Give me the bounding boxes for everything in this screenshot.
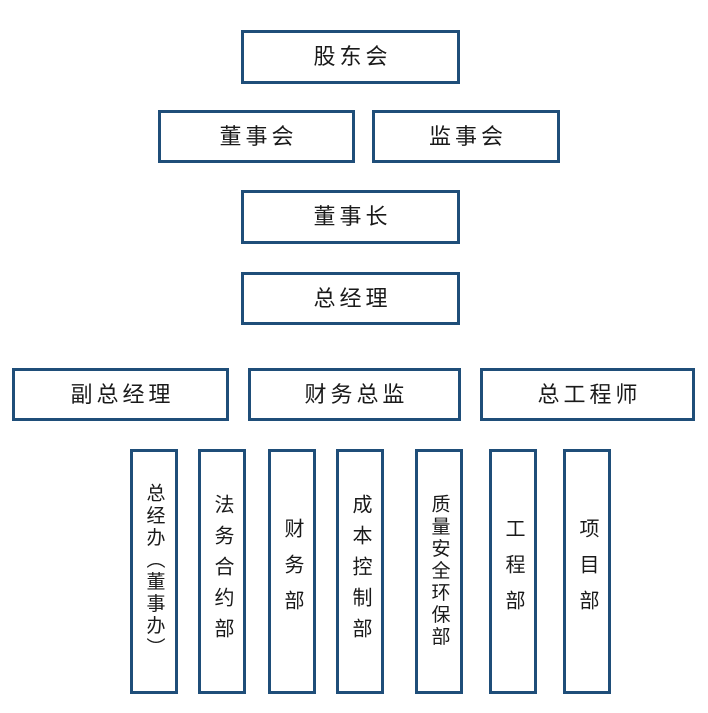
node-legal-contract-dept[interactable]: 法务合约部 bbox=[198, 449, 246, 694]
node-label: 董事会 bbox=[219, 123, 298, 149]
node-board-of-directors[interactable]: 董事会 bbox=[158, 110, 355, 163]
node-label: 副总经理 bbox=[70, 381, 175, 407]
node-label: 总经办（董事办） bbox=[143, 483, 165, 660]
node-engineering-dept[interactable]: 工程部 bbox=[489, 449, 537, 694]
node-label: 质量安全环保部 bbox=[428, 494, 450, 649]
node-shareholders[interactable]: 股东会 bbox=[241, 30, 460, 84]
node-label: 总工程师 bbox=[537, 381, 642, 407]
node-board-of-supervisors[interactable]: 监事会 bbox=[372, 110, 560, 163]
node-label: 成本控制部 bbox=[349, 494, 371, 649]
node-cfo[interactable]: 财务总监 bbox=[248, 368, 461, 421]
node-label: 董事长 bbox=[313, 204, 392, 230]
node-label: 总经理 bbox=[313, 285, 392, 311]
node-quality-safety-env-dept[interactable]: 质量安全环保部 bbox=[415, 449, 463, 694]
node-gm-office[interactable]: 总经办（董事办） bbox=[130, 449, 178, 694]
node-finance-dept[interactable]: 财务部 bbox=[268, 449, 316, 694]
node-chairman[interactable]: 董事长 bbox=[241, 190, 460, 244]
node-project-dept[interactable]: 项目部 bbox=[563, 449, 611, 694]
node-chief-engineer[interactable]: 总工程师 bbox=[480, 368, 695, 421]
node-label: 工程部 bbox=[502, 517, 524, 626]
node-label: 项目部 bbox=[576, 517, 598, 626]
node-label: 财务总监 bbox=[304, 381, 409, 407]
node-label: 监事会 bbox=[429, 123, 507, 149]
node-cost-control-dept[interactable]: 成本控制部 bbox=[336, 449, 384, 694]
node-label: 股东会 bbox=[313, 44, 392, 70]
node-general-manager[interactable]: 总经理 bbox=[241, 272, 460, 325]
node-label: 财务部 bbox=[281, 517, 303, 626]
node-deputy-general-manager[interactable]: 副总经理 bbox=[12, 368, 229, 421]
node-label: 法务合约部 bbox=[211, 494, 233, 649]
